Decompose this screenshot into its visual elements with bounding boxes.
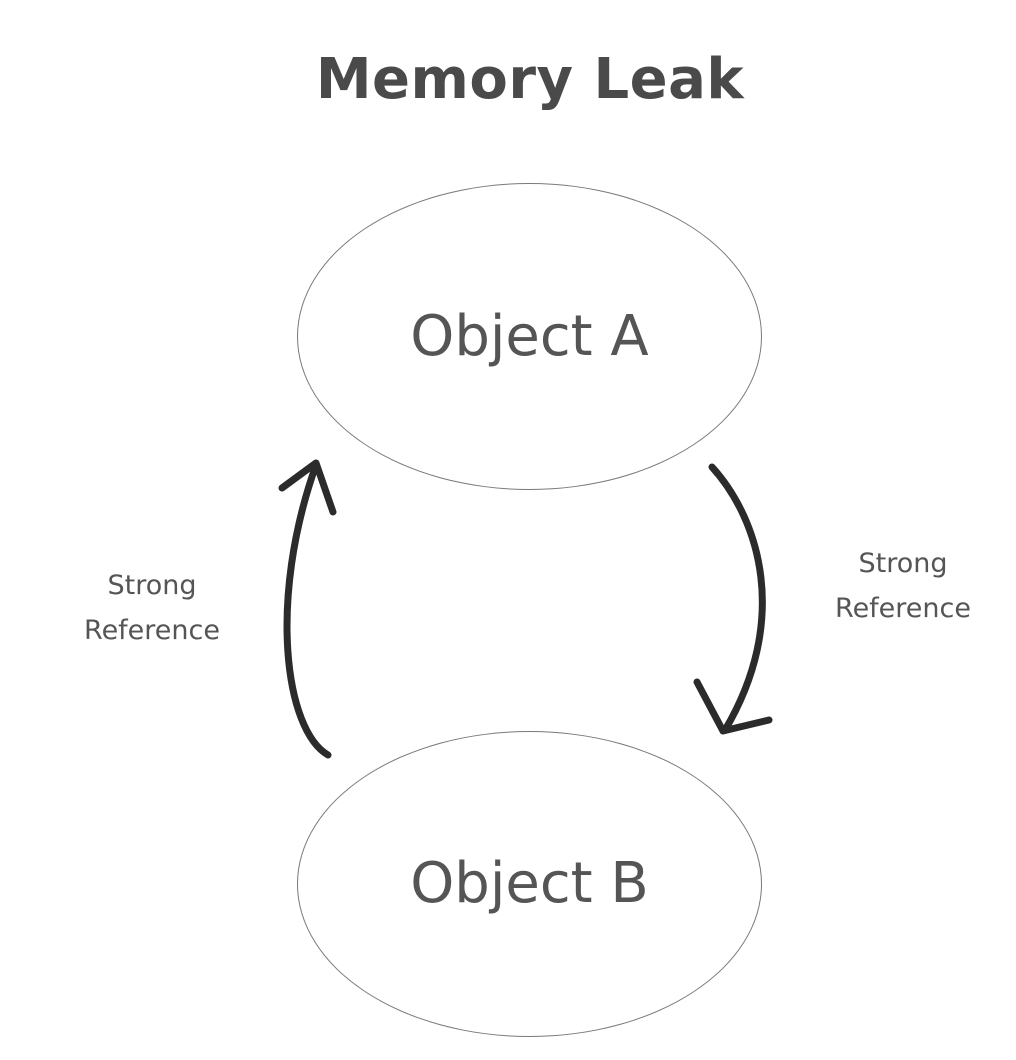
edge-label-b-to-a: Strong Reference [52, 563, 252, 653]
edge-label-a-to-b-line2: Reference [835, 593, 971, 624]
edge-label-b-to-a-line2: Reference [84, 615, 220, 646]
diagram-title: Memory Leak [315, 47, 745, 112]
arrow-a-to-b-shaft [708, 463, 766, 734]
arrow-a-to-b-head [693, 678, 773, 735]
node-object-b-label: Object B [410, 851, 649, 916]
node-object-a: Object A [297, 183, 762, 490]
node-object-a-label: Object A [410, 303, 649, 369]
edge-label-a-to-b: Strong Reference [803, 541, 1003, 631]
edge-label-b-to-a-line1: Strong [107, 570, 197, 601]
node-object-b: Object B [297, 731, 762, 1037]
arrow-b-to-a [278, 459, 337, 759]
edge-label-a-to-b-line1: Strong [858, 548, 948, 579]
arrow-b-to-a-shaft [283, 461, 332, 759]
arrow-b-to-a-head [278, 459, 337, 516]
arrow-a-to-b [693, 463, 773, 735]
